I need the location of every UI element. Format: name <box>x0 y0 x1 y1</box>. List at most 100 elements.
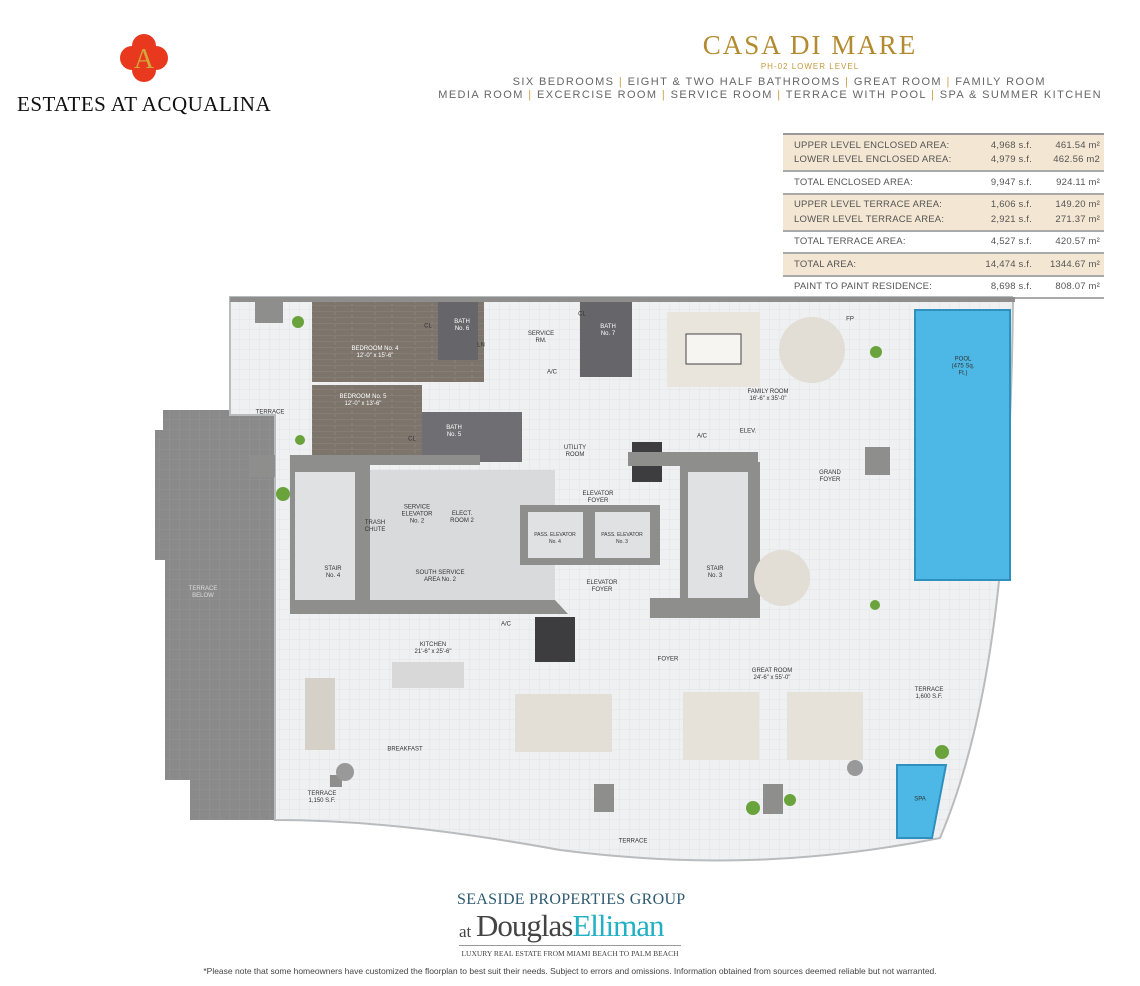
feature-item: SERVICE ROOM <box>670 89 773 101</box>
label-ac-3: A/C <box>500 621 512 628</box>
area-sqm: 462.56 m2 <box>1053 154 1100 166</box>
label-fireplace: FP <box>846 316 854 323</box>
area-row: UPPER LEVEL ENCLOSED AREA: 4,968 s.f. 461.… <box>794 138 1104 153</box>
feature-item: MEDIA ROOM <box>438 89 524 101</box>
label-bath-6: BATH No. 6 <box>454 319 470 332</box>
label-ac-1: A/C <box>546 369 558 376</box>
label-elevator-foyer-2: ELEVATOR FOYER <box>586 580 618 593</box>
label-family-room: FAMILY ROOM 16'-6" x 35'-0" <box>747 389 789 402</box>
label-service-elevator: SERVICE ELEVATOR No. 2 <box>401 504 433 525</box>
area-group: UPPER LEVEL ENCLOSED AREA: 4,968 s.f. 461.… <box>783 135 1104 172</box>
area-sqm: 461.54 m² <box>1055 139 1100 151</box>
columns <box>250 298 890 814</box>
label-kitchen: KITCHEN 21'-6" x 25'-6" <box>414 642 452 655</box>
kitchen-island <box>392 662 464 688</box>
foyer-round-rug <box>754 550 810 606</box>
logo-elliman: Elliman <box>572 908 664 943</box>
bath-6 <box>438 302 478 360</box>
plant-icons <box>276 316 949 815</box>
label-spa: SPA <box>914 796 926 803</box>
area-label: TOTAL ENCLOSED AREA: <box>794 176 913 188</box>
area-label: TOTAL AREA: <box>794 258 857 270</box>
label-bath-7: BATH No. 7 <box>600 324 616 337</box>
area-label: LOWER LEVEL TERRACE AREA: <box>794 213 945 225</box>
residence-title: CASA DI MARE <box>702 30 918 60</box>
bedroom-5-floor <box>312 385 422 463</box>
label-ac-2: A/C <box>696 433 708 440</box>
label-utility-room: UTILITY ROOM <box>563 445 587 458</box>
dining-table-terrace <box>305 678 335 750</box>
pool <box>914 309 1011 581</box>
terrace-below-area <box>155 410 275 820</box>
features-line-1: SIX BEDROOMS | EIGHT & TWO HALF BATHROOM… <box>346 76 1046 89</box>
label-electrical-room: ELECT. ROOM 2 <box>450 511 474 524</box>
area-sqm: 271.37 m² <box>1055 213 1100 225</box>
label-stair-4: STAIR No. 4 <box>324 566 342 579</box>
label-pass-elevator-3: PASS. ELEVATOR No. 3 <box>601 532 643 545</box>
label-breakfast: BREAKFAST <box>387 746 423 753</box>
dining-rug <box>515 694 612 752</box>
area-row: TOTAL TERRACE AREA:4,527 s.f.420.57 m² <box>794 235 1104 250</box>
footer-tagline: LUXURY REAL ESTATE FROM MIAMI BEACH TO P… <box>461 949 679 958</box>
disclaimer: *Please note that some homeowners have c… <box>203 966 937 976</box>
powder-room-2 <box>535 617 575 662</box>
feature-separator: | <box>946 76 951 88</box>
label-closet-2: CL <box>578 311 586 318</box>
area-sqft: 4,527 s.f. <box>990 236 1032 248</box>
core-walls <box>230 297 1015 618</box>
area-sqft: 4,968 s.f. <box>990 139 1032 151</box>
label-foyer: FOYER <box>657 656 679 663</box>
label-terrace-below: TERRACE BELOW <box>188 586 218 599</box>
area-row: LOWER LEVEL ENCLOSED AREA:4,979 s.f.462.… <box>794 153 1104 168</box>
label-bath-5: BATH No. 5 <box>446 425 462 438</box>
label-terrace-southwest: TERRACE 1,150 S.F. <box>307 791 337 804</box>
area-sqm: 808.07 m² <box>1055 281 1100 293</box>
label-ln: LN <box>477 342 485 349</box>
feature-separator: | <box>931 89 936 101</box>
area-label: UPPER LEVEL TERRACE AREA: <box>794 199 943 211</box>
brand-name: ESTATES AT ACQUALINA <box>17 92 272 116</box>
level-subtitle: PH-02 LOWER LEVEL <box>760 62 860 71</box>
feature-separator: | <box>777 89 782 101</box>
label-pool: POOL (475 Sq. Ft.) <box>951 356 975 377</box>
area-row: LOWER LEVEL TERRACE AREA:2,921 s.f.271.3… <box>794 212 1104 227</box>
label-terrace-south: TERRACE <box>618 838 648 845</box>
area-row: TOTAL ENCLOSED AREA:9,947 s.f.924.11 m² <box>794 175 1104 190</box>
area-sqft: 9,947 s.f. <box>990 176 1032 188</box>
bath-7 <box>580 302 632 377</box>
area-sqft: 1,606 s.f. <box>990 199 1032 211</box>
feature-separator: | <box>661 89 667 101</box>
great-room-rug-right <box>787 692 863 760</box>
area-label: PAINT TO PAINT RESIDENCE: <box>794 281 933 293</box>
feature-item: EXCERCISE ROOM <box>536 89 658 101</box>
area-group: TOTAL AREA:14,474 s.f.1344.67 m² <box>783 254 1104 277</box>
area-row: UPPER LEVEL TERRACE AREA: 1,606 s.f. 149.2… <box>794 198 1104 213</box>
label-terrace-nw: TERRACE <box>255 409 285 416</box>
area-sqm: 420.57 m² <box>1055 236 1100 248</box>
label-pass-elevator-4: PASS. ELEVATOR No. 4 <box>534 532 576 545</box>
label-stair-3: STAIR No. 3 <box>706 566 724 579</box>
label-great-room: GREAT ROOM 24'-6" x 55'-0" <box>751 668 793 681</box>
family-round-rug <box>779 317 845 383</box>
label-south-service-area: SOUTH SERVICE AREA No. 2 <box>415 570 465 583</box>
label-elevator-foyer-1: ELEVATOR FOYER <box>582 491 614 504</box>
feature-separator: | <box>528 89 533 101</box>
footer-brand-at: at <box>459 922 472 941</box>
great-room-rug-left <box>683 692 759 760</box>
feature-item: TERRACE WITH POOL <box>785 89 927 101</box>
bath-5 <box>422 412 522 462</box>
feature-item: SPA & SUMMER KITCHEN <box>939 89 1102 101</box>
area-label: UPPER LEVEL ENCLOSED AREA: <box>794 139 950 151</box>
label-bedroom-5: BEDROOM No. 5 12'-0" x 13'-6" <box>339 394 387 407</box>
feature-separator: | <box>618 76 624 88</box>
area-table: UPPER LEVEL ENCLOSED AREA: 4,968 s.f. 461.… <box>783 133 1104 299</box>
feature-separator: | <box>845 76 850 88</box>
area-row: TOTAL AREA:14,474 s.f.1344.67 m² <box>794 257 1104 272</box>
label-trash-chute: TRASH CHUTE <box>364 520 386 533</box>
label-closet-3: CL <box>408 436 416 443</box>
label-bedroom-4: BEDROOM No. 4 12'-0" x 15'-6" <box>351 346 399 359</box>
logo-monogram: A <box>134 44 155 75</box>
area-group: TOTAL ENCLOSED AREA:9,947 s.f.924.11 m² <box>783 172 1104 195</box>
area-sqm: 149.20 m² <box>1055 199 1100 211</box>
